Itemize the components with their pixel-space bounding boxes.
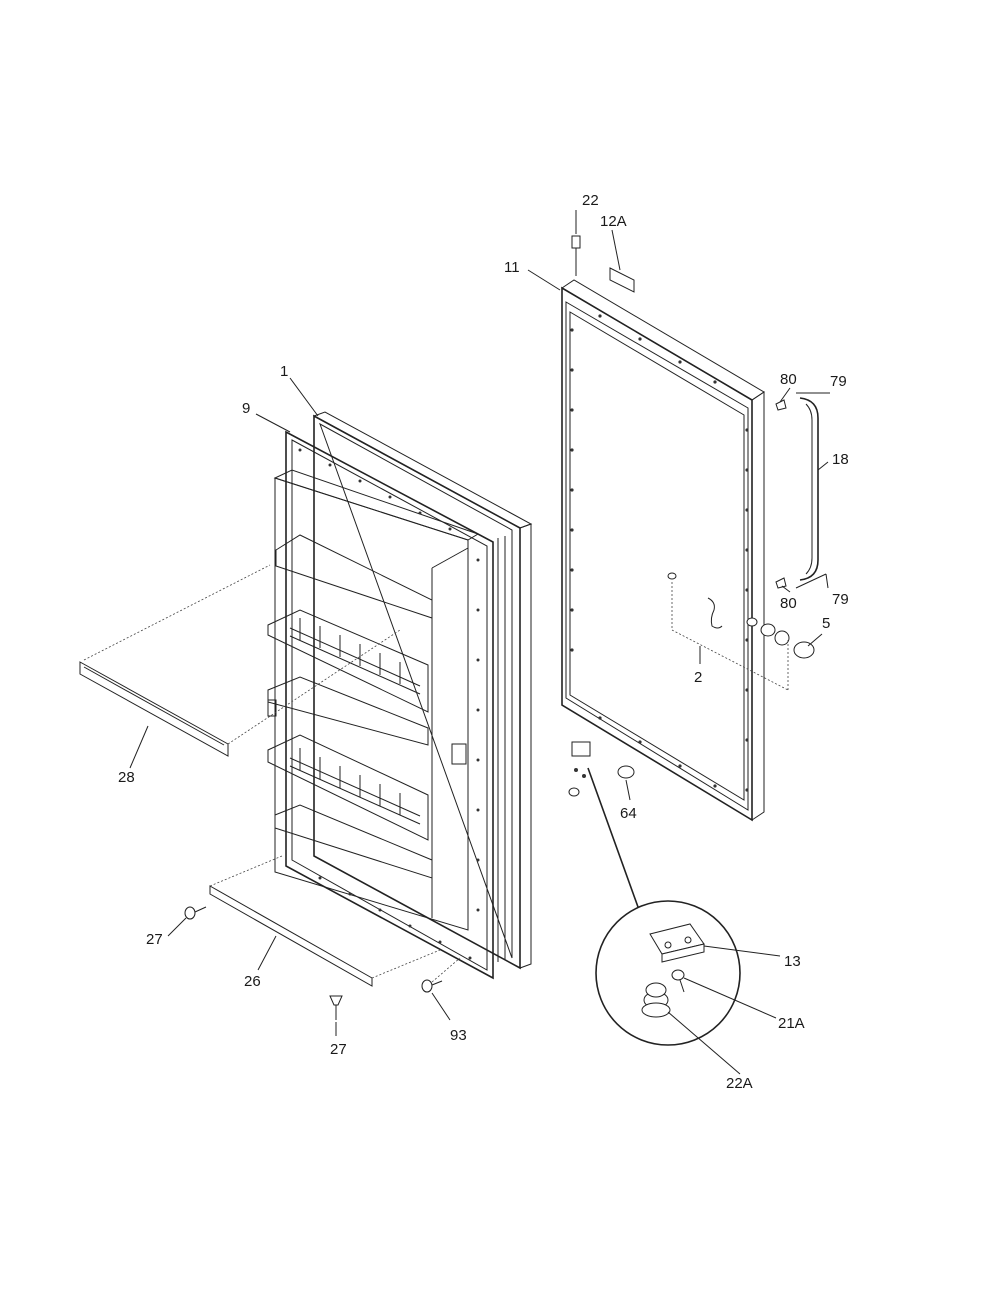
screw-21A	[671, 969, 685, 993]
callout-1: 1	[280, 363, 288, 380]
detail-magnifier	[587, 767, 741, 1046]
shelf-rail-28	[79, 564, 401, 757]
bracket-13	[649, 923, 705, 963]
callout-27-left: 27	[146, 931, 163, 948]
callout-79-top: 79	[830, 373, 847, 390]
callout-27-bottom: 27	[330, 1041, 347, 1058]
callout-28: 28	[118, 769, 135, 786]
door-liner-assembly	[79, 411, 533, 1020]
screw-27-bottom	[329, 995, 343, 1020]
lock-assembly	[667, 572, 815, 691]
callout-79-bottom: 79	[832, 591, 849, 608]
screw-27-left	[184, 906, 207, 920]
callout-2: 2	[694, 669, 702, 686]
callout-22A: 22A	[726, 1075, 753, 1092]
callout-22-top: 22	[582, 192, 599, 209]
bracket-parts-below	[568, 741, 635, 797]
hinge-bushing-22A	[641, 982, 671, 1018]
shelf-rail-26	[209, 855, 441, 987]
callout-11: 11	[504, 259, 520, 276]
callout-64: 64	[620, 805, 637, 822]
callout-9: 9	[242, 400, 250, 417]
shelf-grid-upper	[289, 618, 421, 695]
callout-13: 13	[784, 953, 801, 970]
callout-18: 18	[832, 451, 849, 468]
door-liner	[267, 430, 494, 980]
callout-5: 5	[822, 615, 830, 632]
callout-80-bottom: 80	[780, 595, 797, 612]
shelf-grid-lower	[289, 748, 421, 825]
callout-21A: 21A	[778, 1015, 805, 1032]
callout-12A: 12A	[600, 213, 627, 230]
door-gasket	[312, 411, 533, 970]
callout-93: 93	[450, 1027, 467, 1044]
outer-door-panel	[561, 235, 830, 822]
label-plate-12A	[609, 267, 635, 293]
screw-93	[421, 957, 461, 993]
door-handle	[775, 392, 830, 589]
hinge-pin-22	[571, 235, 581, 276]
callout-labels: 1 9 28 27 26 27 93 22 12A 11 80 79 18 80…	[118, 192, 849, 1092]
callout-80-top: 80	[780, 371, 797, 388]
callout-26: 26	[244, 973, 261, 990]
leader-lines	[129, 210, 829, 1075]
